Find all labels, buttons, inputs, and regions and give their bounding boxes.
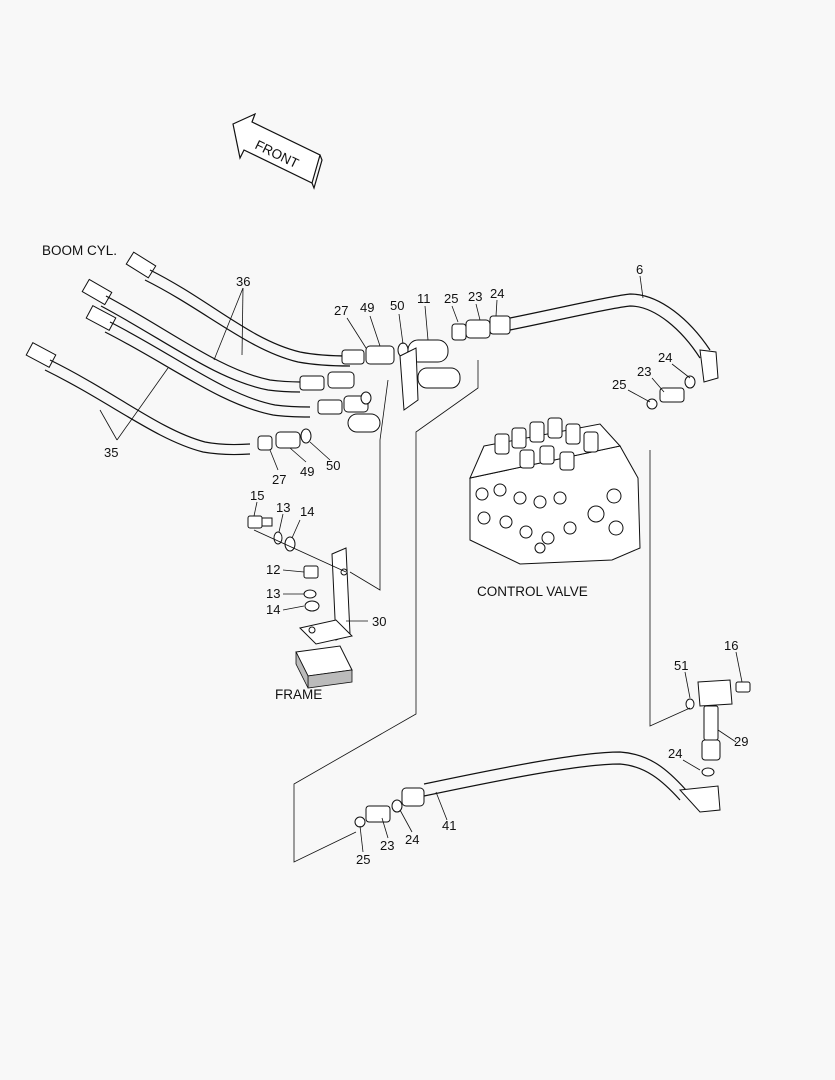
valve-fittings-right bbox=[646, 375, 696, 410]
upper-bolt-set bbox=[247, 515, 296, 552]
callout-50-lower: 50 bbox=[326, 458, 340, 473]
callout-13-upper: 13 bbox=[276, 500, 290, 515]
callout-29: 29 bbox=[734, 734, 748, 749]
hose-6 bbox=[451, 293, 719, 383]
valve-ports bbox=[475, 483, 624, 554]
callout-24-upper: 24 bbox=[490, 286, 504, 301]
callout-24-valve: 24 bbox=[658, 350, 672, 365]
callout-16: 16 bbox=[724, 638, 738, 653]
callout-51: 51 bbox=[674, 658, 688, 673]
fitting-cluster-upper bbox=[257, 339, 461, 451]
control-valve-block bbox=[469, 417, 641, 565]
callout-12: 12 bbox=[266, 562, 280, 577]
callout-15: 15 bbox=[250, 488, 264, 503]
frame-plate bbox=[295, 645, 353, 689]
callout-30: 30 bbox=[372, 614, 386, 629]
boom-hose-1 bbox=[125, 251, 351, 367]
callout-49-upper: 49 bbox=[360, 300, 374, 315]
callout-23-lower: 23 bbox=[380, 838, 394, 853]
callout-11: 11 bbox=[417, 291, 431, 306]
callout-23-valve: 23 bbox=[637, 364, 651, 379]
callout-25-lower: 25 bbox=[356, 852, 370, 867]
callout-27-lower: 27 bbox=[272, 472, 286, 487]
callout-50-upper: 50 bbox=[390, 298, 404, 313]
callout-labels: 36 35 6 27 49 50 11 25 23 24 24 23 25 27… bbox=[104, 262, 748, 867]
callout-49-lower: 49 bbox=[300, 464, 314, 479]
callout-23-upper: 23 bbox=[468, 289, 482, 304]
hose-41 bbox=[354, 751, 721, 828]
callout-36: 36 bbox=[236, 274, 250, 289]
boom-hose-4 bbox=[25, 342, 251, 456]
routing-lines bbox=[253, 360, 691, 863]
callout-24-flange: 24 bbox=[668, 746, 682, 761]
callout-25-valve: 25 bbox=[612, 377, 626, 392]
control-valve-caption: CONTROL VALVE bbox=[477, 584, 588, 599]
boom-hose-2 bbox=[81, 278, 301, 393]
valve-spools bbox=[494, 417, 599, 471]
boom-hose-group bbox=[25, 251, 351, 456]
callout-leaders bbox=[99, 275, 743, 853]
boom-hose-3 bbox=[85, 305, 311, 418]
flange-assembly bbox=[685, 679, 751, 777]
callout-13-lower: 13 bbox=[266, 586, 280, 601]
callout-6: 6 bbox=[636, 262, 643, 277]
callout-27-upper: 27 bbox=[334, 303, 348, 318]
callout-24-lower: 24 bbox=[405, 832, 419, 847]
callout-14-upper: 14 bbox=[300, 504, 314, 519]
callout-25-upper: 25 bbox=[444, 291, 458, 306]
boom-cylinder-caption: BOOM CYL. bbox=[42, 243, 117, 258]
front-direction-arrow: FRONT bbox=[232, 112, 323, 190]
callout-14-lower: 14 bbox=[266, 602, 280, 617]
callout-41: 41 bbox=[442, 818, 456, 833]
frame-caption: FRAME bbox=[275, 687, 322, 702]
callout-35: 35 bbox=[104, 445, 118, 460]
mounting-bracket bbox=[299, 547, 353, 645]
